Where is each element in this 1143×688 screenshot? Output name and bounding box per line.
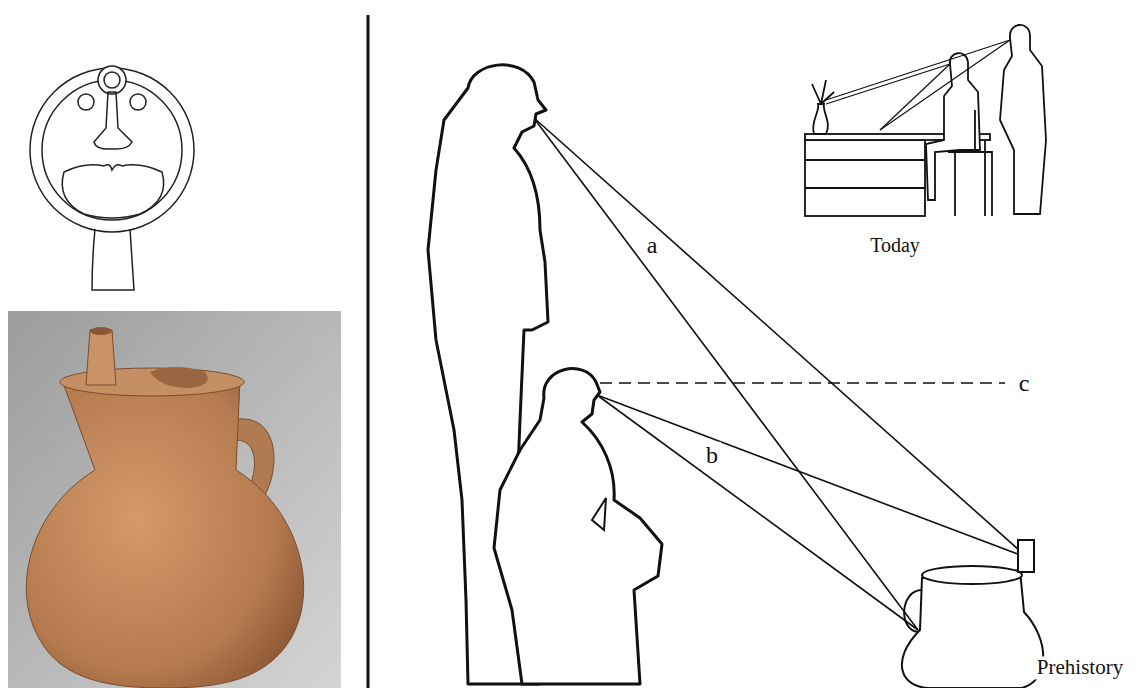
chair (948, 110, 992, 216)
desk-cabinet (805, 140, 925, 216)
rim-inner (42, 80, 182, 220)
divider-line (367, 15, 370, 688)
pot-spout (1018, 540, 1034, 572)
sight-line (826, 64, 950, 104)
drawer-line (805, 159, 925, 161)
eye (130, 94, 146, 110)
squatting-figure (494, 369, 662, 684)
mouth (62, 165, 163, 218)
pot-body (902, 570, 1043, 688)
pot-handle (904, 590, 922, 632)
pitcher-body (26, 380, 303, 688)
sight-line-label: a (644, 232, 661, 258)
sight-line-label: c (1016, 370, 1033, 396)
eye (78, 94, 94, 110)
scene-label: Prehistory (1034, 656, 1126, 679)
horizontal-gaze-line (600, 382, 1005, 384)
drawer-line (805, 187, 925, 189)
sight-line (826, 40, 1010, 100)
spout-hole (104, 72, 120, 88)
sight-line (597, 395, 1028, 558)
today-sight-lines (826, 40, 1010, 130)
handle-stub (92, 229, 134, 290)
photo-ground (8, 311, 341, 688)
vase (813, 104, 828, 134)
vessel-top-drawing (30, 66, 194, 290)
pitcher-spout (86, 330, 116, 385)
sight-line (597, 395, 918, 630)
sight-line-label: b (703, 442, 721, 468)
sight-line (880, 40, 1010, 130)
today-inset (805, 25, 1046, 216)
spout-opening (90, 327, 112, 335)
broken-top (150, 367, 208, 388)
arm-gap (592, 498, 606, 530)
flowers (812, 80, 834, 104)
pot-drawing (902, 540, 1043, 688)
nose (94, 92, 132, 149)
seated-person (926, 53, 980, 200)
standing-person (1000, 25, 1046, 214)
vessel-photo (8, 311, 341, 688)
pot-rim (922, 566, 1022, 584)
spout-ring (98, 66, 126, 94)
rim-outer (30, 68, 194, 232)
scene-label: Today (867, 234, 923, 256)
sight-line (880, 64, 950, 130)
